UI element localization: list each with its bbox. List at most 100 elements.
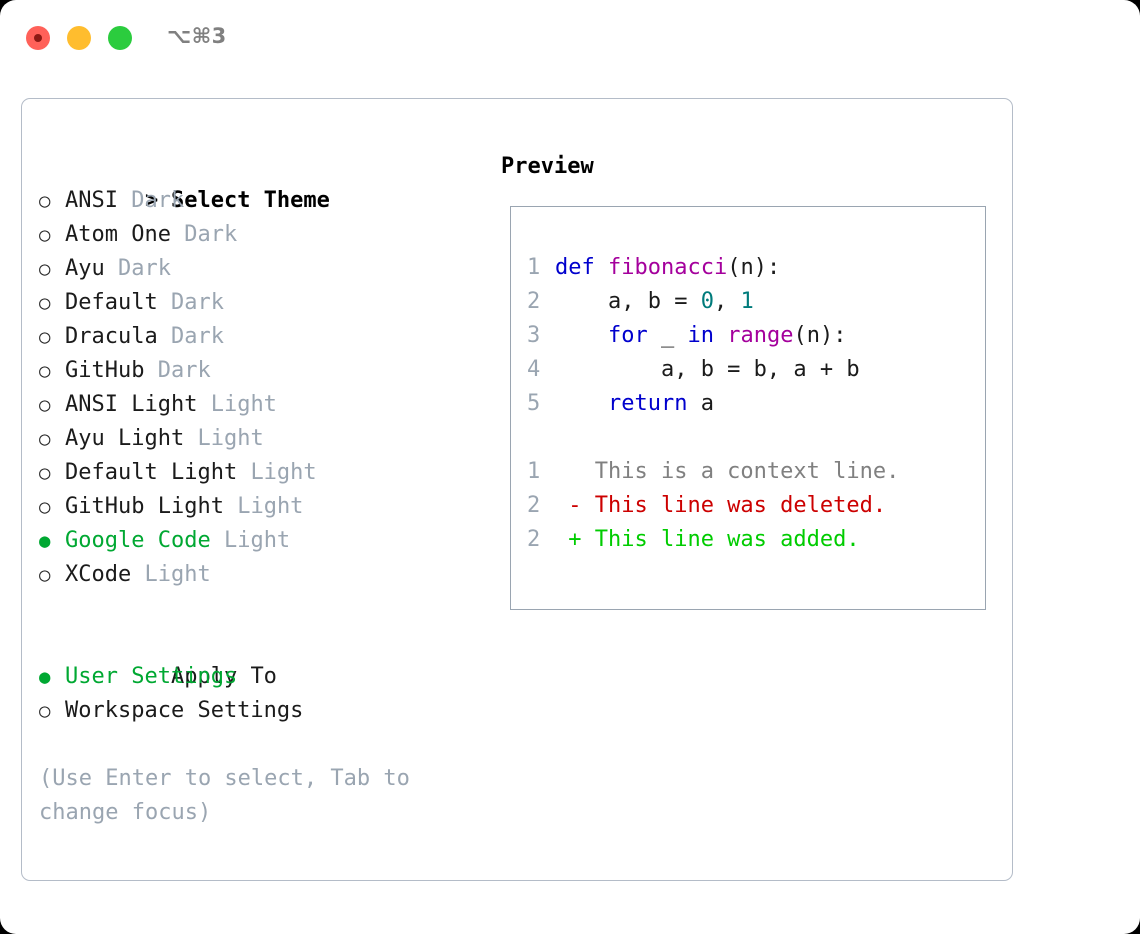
diff-line: 1 This is a context line.: [527, 455, 985, 489]
theme-label-gap: [131, 562, 144, 587]
code-token-kw: def: [555, 255, 608, 280]
theme-list-item[interactable]: ○Ayu Dark: [39, 252, 489, 286]
line-number: 5: [527, 391, 541, 416]
theme-name-label: GitHub Light: [65, 494, 224, 519]
code-token-fn: fibonacci: [607, 255, 728, 280]
code-line: 4 a, b = b, a + b: [527, 353, 985, 387]
traffic-light-group: [26, 26, 132, 50]
close-window-button[interactable]: [26, 26, 50, 50]
theme-list-item[interactable]: ○ANSI Light Light: [39, 388, 489, 422]
theme-label-gap: [171, 222, 184, 247]
preview-heading: Preview: [501, 154, 594, 179]
radio-unselected-icon: ○: [39, 428, 51, 450]
code-line: 1 def fibonacci(n):: [527, 251, 985, 285]
theme-label-gap: [105, 256, 118, 281]
theme-name-label: Default Light: [65, 460, 238, 485]
diff-line-text: This is a context line.: [555, 459, 900, 484]
theme-label-gap: [197, 392, 210, 417]
diff-sample: 1 This is a context line.2 - This line w…: [527, 455, 985, 557]
apply-to-item[interactable]: ●User Settings: [39, 660, 489, 694]
code-token-pun: [555, 391, 608, 416]
code-token-pun: a: [687, 391, 714, 416]
radio-unselected-icon: ○: [39, 224, 51, 246]
theme-list-item[interactable]: ● Google Code Light: [39, 524, 489, 558]
theme-label-gap: [144, 358, 157, 383]
theme-list: ○ANSI Dark○Atom One Dark○Ayu Dark○Defaul…: [39, 184, 489, 592]
theme-name-label: ANSI: [65, 188, 118, 213]
code-token-pun: a, b =: [555, 289, 701, 314]
theme-label-gap: [158, 324, 171, 349]
theme-category-label: Dark: [184, 222, 238, 247]
list-spacer: [39, 592, 489, 626]
code-token-pun: [555, 323, 608, 348]
code-token-pun: a, b = b, a + b: [555, 357, 860, 382]
code-token-kw: return: [607, 391, 688, 416]
line-number: 1: [527, 255, 541, 280]
apply-to-label: Workspace Settings: [65, 698, 304, 723]
theme-category-label: Light: [144, 562, 211, 587]
theme-name-label: Ayu: [65, 256, 105, 281]
code-token-num: 1: [740, 289, 754, 314]
theme-category-label: Dark: [131, 188, 185, 213]
line-number: 2: [527, 493, 541, 518]
apply-to-item[interactable]: ○Workspace Settings: [39, 694, 489, 728]
diff-line: 2 + This line was added.: [527, 523, 985, 557]
minimize-window-button[interactable]: [67, 26, 91, 50]
radio-unselected-icon: ○: [39, 394, 51, 416]
diff-line: 2 - This line was deleted.: [527, 489, 985, 523]
radio-unselected-icon: ○: [39, 258, 51, 280]
code-token-kw: for: [607, 323, 648, 348]
diff-line-text: - This line was deleted.: [555, 493, 887, 518]
theme-list-item[interactable]: ○Default Dark: [39, 286, 489, 320]
theme-label-gap: [184, 426, 197, 451]
code-token-fn: range: [727, 323, 794, 348]
code-token-pun: [714, 323, 727, 348]
line-number: 1: [527, 459, 541, 484]
apply-to-label: User Settings: [65, 664, 238, 689]
theme-category-label: Light: [223, 528, 291, 553]
theme-list-item[interactable]: ○Dracula Dark: [39, 320, 489, 354]
radio-unselected-icon: ○: [39, 462, 51, 484]
theme-category-label: Light: [250, 460, 317, 485]
theme-name-label: GitHub: [65, 358, 145, 383]
select-theme-heading-label: Select Theme: [170, 188, 330, 213]
radio-unselected-icon: ○: [39, 360, 51, 382]
apply-to-heading-label: Apply To: [170, 664, 277, 689]
theme-list-item[interactable]: ○XCode Light: [39, 558, 489, 592]
theme-list-item[interactable]: ○Ayu Light Light: [39, 422, 489, 456]
preview-box: 1 def fibonacci(n): 2 a, b = 0, 1 3 for _ i…: [510, 206, 986, 610]
diff-line-text: + This line was added.: [555, 527, 860, 552]
theme-label-gap: [237, 460, 250, 485]
theme-name-label: Google Code: [65, 528, 211, 553]
code-token-pun: (n):: [727, 255, 781, 280]
code-token-num: 0: [700, 289, 714, 314]
theme-label-gap: [158, 290, 171, 315]
theme-category-label: Dark: [170, 290, 224, 315]
maximize-window-button[interactable]: [108, 26, 132, 50]
theme-list-item[interactable]: ○ Default Light Light: [39, 456, 489, 490]
theme-label-gap: [118, 188, 131, 213]
theme-name-label: Default: [65, 290, 158, 315]
theme-name-label: Atom One: [65, 222, 171, 247]
radio-selected-icon: ●: [39, 530, 51, 552]
theme-category-label: Light: [210, 392, 277, 417]
code-token-pun: ,: [713, 289, 741, 314]
theme-category-label: Dark: [170, 324, 224, 349]
theme-list-item[interactable]: ○ GitHub Light Light: [39, 490, 489, 524]
theme-list-item[interactable]: ○ GitHub Dark: [39, 354, 489, 388]
code-line: 3 for _ in range(n):: [527, 319, 985, 353]
apply-to-list: ●User Settings○Workspace Settings: [39, 660, 489, 728]
theme-category-label: Light: [197, 426, 264, 451]
theme-list-item[interactable]: ○ANSI Dark: [39, 184, 489, 218]
theme-label-gap: [211, 528, 224, 553]
main-panel: >Select Theme ○ANSI Dark○Atom One Dark○A…: [21, 98, 1013, 881]
prompt-caret-icon: >: [144, 188, 159, 213]
theme-list-item[interactable]: ○ Atom One Dark: [39, 218, 489, 252]
radio-unselected-icon: ○: [39, 496, 51, 518]
line-number: 2: [527, 527, 541, 552]
theme-selection-column: >Select Theme ○ANSI Dark○Atom One Dark○A…: [39, 150, 489, 830]
theme-category-label: Light: [237, 494, 304, 519]
theme-category-label: Dark: [157, 358, 211, 383]
preview-column: Preview 1 def fibonacci(n): 2 a, b = 0, 1 3…: [501, 150, 1001, 610]
